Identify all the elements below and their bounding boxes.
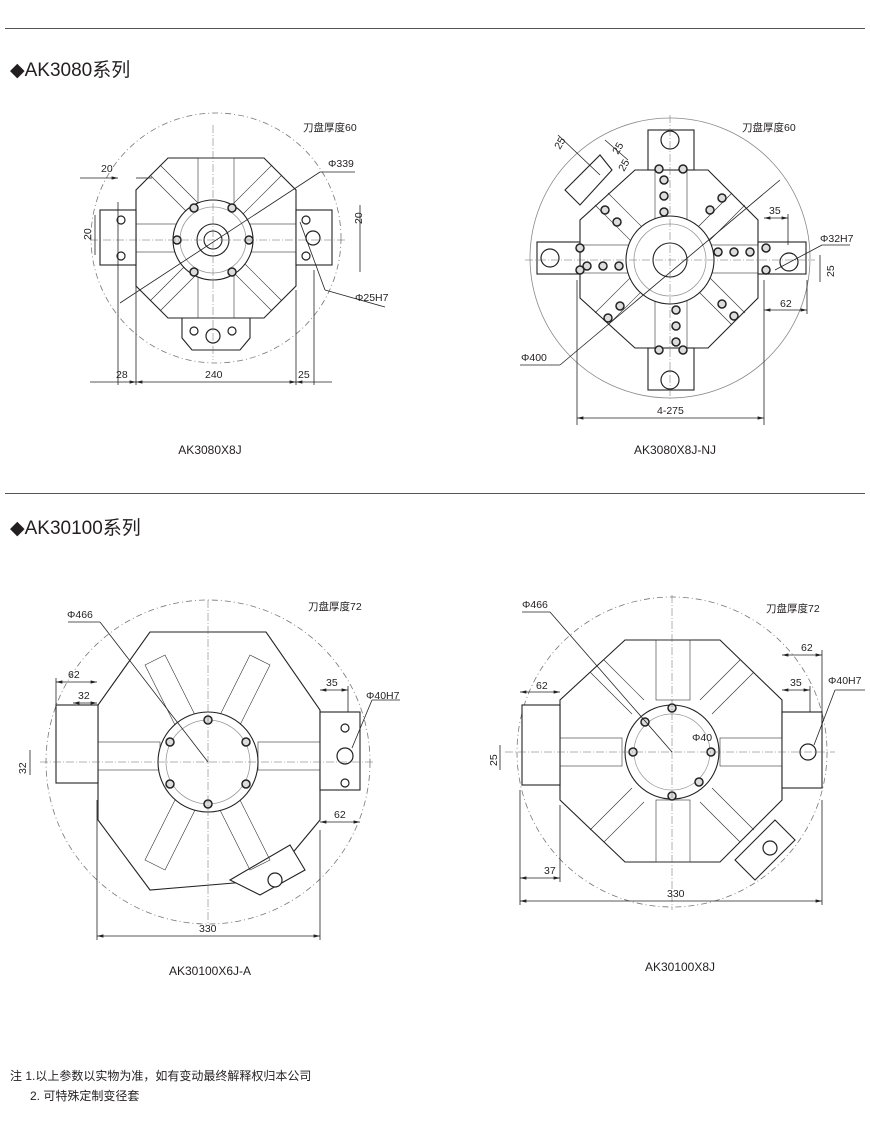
dim-c: 25	[616, 157, 632, 173]
diameter-label: Φ466	[67, 609, 93, 621]
thickness-label: 刀盘厚度72	[308, 600, 362, 613]
top-divider	[5, 28, 865, 29]
dim-right-vertical: 20	[353, 212, 365, 224]
dim-left-width: 28	[116, 369, 128, 381]
model-caption-ak30100x8j: AK30100X8J	[644, 960, 716, 974]
diameter-label: Φ339	[328, 158, 354, 170]
dim-width: 330	[667, 888, 685, 900]
drawing-ak30100x8j: Φ466 刀盘厚度72 62 62 35 Φ40H7 Φ40 25 37 330	[488, 595, 865, 910]
dim-62: 62	[68, 669, 80, 681]
thickness-label: 刀盘厚度72	[766, 602, 820, 615]
thickness-label: 刀盘厚度60	[303, 121, 357, 134]
center-bore-label: Φ40	[692, 732, 712, 744]
note-1: 注 1.以上参数以实物为准，如有变动最终解释权归本公司	[10, 1069, 312, 1083]
note-2: 2. 可特殊定制变径套	[30, 1089, 140, 1103]
dim-right-width: 25	[298, 369, 310, 381]
model-caption-ak3080x8j: AK3080X8J	[178, 443, 242, 457]
dim-a: 25	[552, 135, 568, 151]
dim-25-vertical: 25	[825, 265, 837, 277]
model-caption-ak30100x6j-a: AK30100X6J-A	[168, 964, 252, 978]
dim-25-vertical: 25	[488, 754, 500, 766]
drawing-ak30100x6j-a: Φ466 刀盘厚度72 62 32 35 Φ40H7 32 62 330	[17, 599, 400, 940]
drawing-ak3080x8j: 刀盘厚度60 Φ339 20 20 20 Φ25H7 28 240 25	[80, 112, 389, 385]
dim-32: 32	[78, 690, 90, 702]
middle-divider	[5, 493, 865, 494]
thickness-label: 刀盘厚度60	[742, 121, 796, 134]
dim-62: 62	[780, 298, 792, 310]
dim-35: 35	[790, 677, 802, 689]
dim-top: 20	[101, 163, 113, 175]
dim-62-right: 62	[334, 809, 346, 821]
diameter-label: Φ466	[522, 599, 548, 611]
notes: 注 1.以上参数以实物为准，如有变动最终解释权归本公司 2. 可特殊定制变径套	[10, 1066, 311, 1106]
dim-span: 4-275	[657, 405, 684, 417]
diameter-label: Φ400	[521, 352, 547, 364]
section-heading-ak30100: ◆AK30100系列	[10, 518, 141, 539]
dim-62-left: 62	[536, 680, 548, 692]
dim-32-vertical: 32	[17, 762, 29, 774]
bore-label: Φ40H7	[828, 675, 862, 687]
dim-width: 240	[205, 369, 223, 381]
dim-b: 25	[610, 140, 626, 156]
bore-label: Φ25H7	[355, 292, 389, 304]
dim-width: 330	[199, 923, 217, 935]
bore-label: Φ40H7	[366, 690, 400, 702]
dim-62-right: 62	[801, 642, 813, 654]
drawing-ak3080x8j-nj: 刀盘厚度60 25 25 25 35 Φ32H7 25 62 Φ400 4-27…	[520, 115, 854, 425]
bore-label: Φ32H7	[820, 233, 854, 245]
model-caption-ak3080x8j-nj: AK3080X8J-NJ	[633, 443, 717, 457]
section-heading-ak3080: ◆AK3080系列	[10, 60, 131, 81]
dim-37: 37	[544, 865, 556, 877]
dim-35: 35	[326, 677, 338, 689]
dim-left-vertical: 20	[82, 228, 94, 240]
dim-35: 35	[769, 205, 781, 217]
